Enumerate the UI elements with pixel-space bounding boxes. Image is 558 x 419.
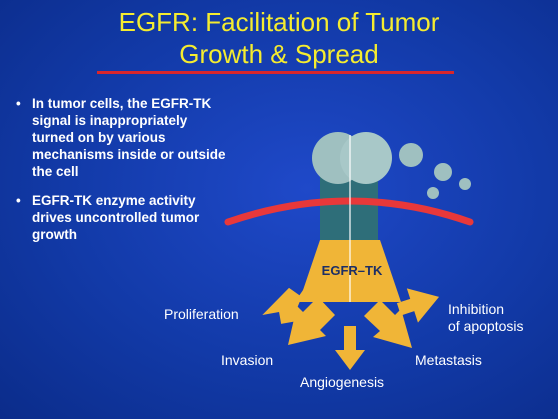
- bullet-text: EGFR-TK enzyme activity drives uncontrol…: [32, 193, 200, 242]
- title-line-1: EGFR: Facilitation of Tumor: [118, 7, 440, 37]
- bullet-marker: •: [16, 193, 21, 208]
- bullet-list: • In tumor cells, the EGFR-TK signal is …: [16, 95, 226, 255]
- ligand-bubble: [427, 187, 439, 199]
- bullet-text: In tumor cells, the EGFR-TK signal is in…: [32, 96, 226, 179]
- outcome-inhibition-line-1: Inhibition: [448, 301, 505, 317]
- outcome-inhibition-line-2: of apoptosis: [448, 318, 524, 334]
- title-underline: [97, 71, 454, 74]
- receptor-ligand-head: [340, 132, 392, 184]
- outcome-proliferation: Proliferation: [164, 306, 239, 322]
- bullet-item: • In tumor cells, the EGFR-TK signal is …: [16, 95, 226, 180]
- arrow-inhibition: [396, 288, 440, 323]
- arrow-invasion: [288, 297, 335, 345]
- outcome-invasion: Invasion: [221, 352, 274, 368]
- egfr-tk-label: EGFR–TK: [321, 263, 383, 278]
- title-line-2: Growth & Spread: [179, 39, 379, 69]
- bullet-marker: •: [16, 96, 21, 111]
- ligand-bubble: [399, 143, 423, 167]
- outcome-arrows: [262, 284, 440, 370]
- slide-title: EGFR: Facilitation of Tumor Growth & Spr…: [0, 6, 558, 70]
- bullet-item: • EGFR-TK enzyme activity drives uncontr…: [16, 192, 226, 243]
- ligand-bubble: [459, 178, 471, 190]
- outcome-metastasis: Metastasis: [415, 352, 482, 368]
- arrow-angiogenesis: [335, 326, 365, 370]
- ligand-bubble: [434, 163, 452, 181]
- outcome-angiogenesis: Angiogenesis: [300, 374, 385, 390]
